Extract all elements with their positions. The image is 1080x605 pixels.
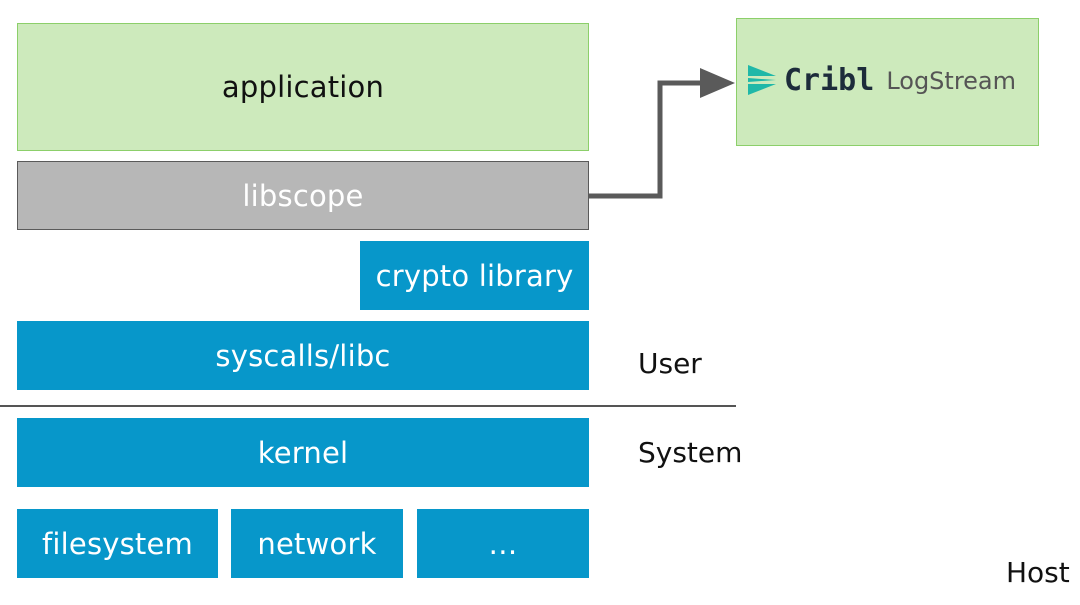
cribl-brand-name: Cribl xyxy=(784,62,875,98)
cribl-logstream-box xyxy=(736,18,1039,146)
crypto-library-label: crypto library xyxy=(375,258,574,293)
syscalls-libc-label: syscalls/libc xyxy=(215,338,391,373)
user-system-divider xyxy=(0,405,736,407)
application-label: application xyxy=(221,70,385,104)
more-label: … xyxy=(488,526,518,561)
cribl-logo-icon xyxy=(748,65,776,95)
more-box: … xyxy=(417,509,589,578)
arrow-line xyxy=(589,80,703,199)
cribl-logo: Cribl LogStream xyxy=(748,62,1016,98)
arrow-head xyxy=(700,68,735,98)
filesystem-box: filesystem xyxy=(17,509,218,578)
user-zone-label: User xyxy=(638,347,702,380)
network-label: network xyxy=(257,526,377,561)
libscope-label: libscope xyxy=(242,178,364,213)
kernel-label: kernel xyxy=(257,435,349,470)
libscope-box: libscope xyxy=(17,161,589,230)
network-box: network xyxy=(231,509,403,578)
system-zone-label: System xyxy=(638,436,743,469)
application-box: application xyxy=(17,23,589,151)
crypto-library-box: crypto library xyxy=(360,241,589,310)
kernel-box: kernel xyxy=(17,418,589,487)
cribl-product-name: LogStream xyxy=(886,67,1017,95)
host-zone-label: Host xyxy=(1006,556,1070,589)
filesystem-label: filesystem xyxy=(41,526,193,561)
syscalls-libc-box: syscalls/libc xyxy=(17,321,589,390)
